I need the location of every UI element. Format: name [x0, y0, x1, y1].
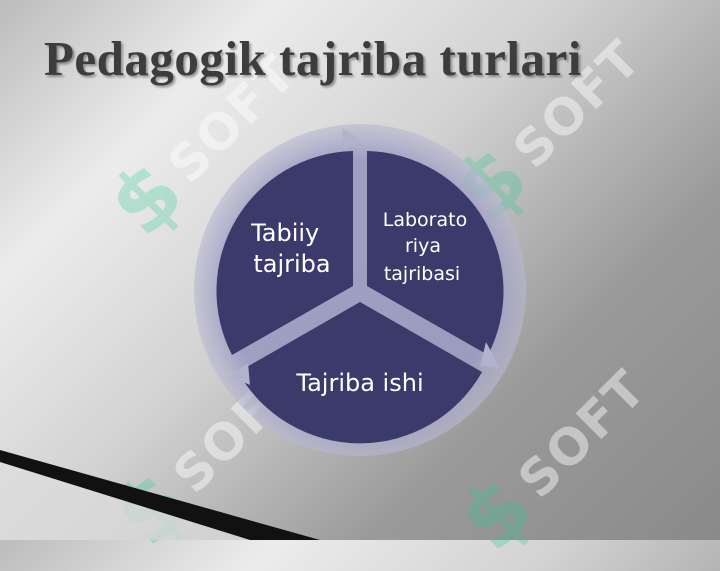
slide: $ SOFT $ SOFT $ SOFT $ SOFT Pedagogik ta… [0, 31, 582, 571]
segment-label-laboratoriya-tajribasi: Laborato riya tajribasi [383, 209, 474, 285]
segment-tabiiy-tajriba [216, 151, 353, 355]
corner-stripe [0, 450, 320, 540]
cycle-arrow-icon [480, 342, 500, 368]
slide-title: Pedagogik tajriba turlari [44, 31, 582, 86]
segment-laboratoriya-tajribasi [367, 151, 504, 355]
cycle-arrow-icon [230, 363, 250, 385]
cycle-diagram: Tabiiy tajriba Laborato riya tajribasi T… [0, 124, 526, 540]
segment-label-tajriba-ishi: Tajriba ishi [295, 369, 423, 397]
segment-tajriba-ishi [238, 302, 482, 444]
segment-label-tabiiy-tajriba: Tabiiy tajriba [250, 219, 331, 278]
cycle-arrow-icon [342, 128, 360, 150]
